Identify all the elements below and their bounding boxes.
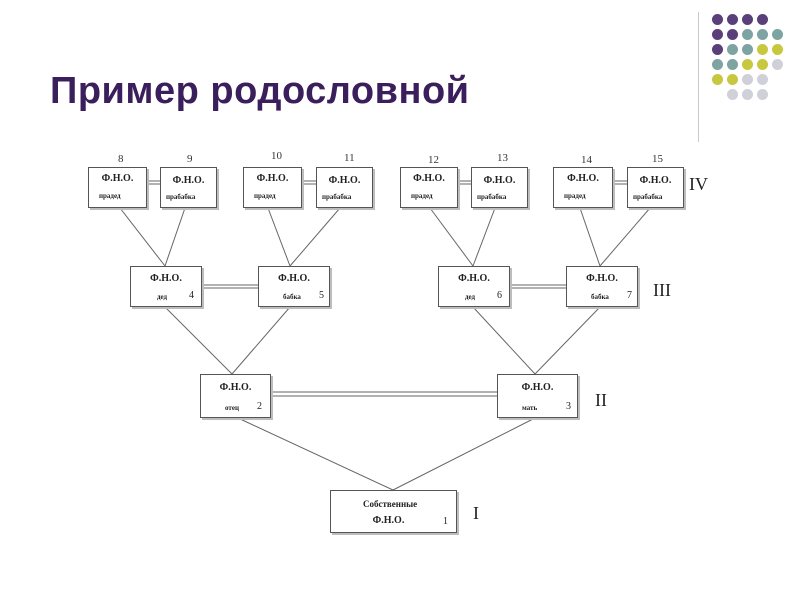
dot: [727, 89, 738, 100]
dot: [757, 89, 768, 100]
dot: [712, 14, 723, 25]
person-box: Ф.Н.О. дед 6: [438, 266, 510, 307]
person-number: 3: [566, 401, 571, 412]
person-relation: прабабка: [322, 193, 352, 201]
person-number: 8: [118, 153, 124, 165]
dot: [772, 59, 783, 70]
person-box: Ф.Н.О. прадед: [400, 167, 458, 208]
dot: [712, 29, 723, 40]
dot: [727, 14, 738, 25]
person-name: Ф.Н.О.: [278, 273, 310, 284]
dot: [742, 44, 753, 55]
person-relation: отец: [225, 404, 239, 412]
person-name: Ф.Н.О.: [458, 273, 490, 284]
person-name: Ф.Н.О.: [639, 175, 672, 186]
person-relation: прабабка: [633, 193, 663, 201]
dot: [727, 59, 738, 70]
generation-label: III: [653, 280, 671, 300]
dot: [727, 74, 738, 85]
dot: [742, 29, 753, 40]
dot: [772, 29, 783, 40]
person-name: Ф.Н.О.: [101, 173, 134, 184]
person-number: 10: [271, 150, 282, 162]
person-relation: прадед: [564, 192, 586, 200]
person-number: 7: [627, 290, 632, 301]
person-relation: прадед: [254, 192, 276, 200]
decorative-divider: [698, 12, 699, 142]
person-relation: Собственные: [363, 499, 418, 509]
person-box: Ф.Н.О. бабка 7: [566, 266, 638, 307]
person-name: Ф.Н.О.: [372, 515, 405, 526]
person-box: Ф.Н.О. отец 2: [200, 374, 271, 418]
person-relation: прадед: [99, 192, 121, 200]
person-box: Ф.Н.О. прабабка: [316, 167, 373, 208]
person-relation: бабка: [283, 293, 301, 301]
generation-label: II: [595, 390, 607, 410]
person-name: Ф.Н.О.: [413, 173, 445, 184]
person-box: Ф.Н.О. прадед: [243, 167, 302, 208]
person-box: Ф.Н.О. прабабка: [160, 167, 217, 208]
person-number: 4: [189, 290, 194, 301]
person-number: 11: [344, 152, 355, 164]
person-relation: дед: [465, 293, 476, 301]
person-name: Ф.Н.О.: [586, 273, 618, 284]
dot: [712, 59, 723, 70]
person-name: Ф.Н.О.: [521, 382, 554, 393]
person-relation: мать: [522, 404, 538, 412]
person-name: Ф.Н.О.: [172, 175, 205, 186]
person-name: Ф.Н.О.: [219, 382, 252, 393]
dot: [757, 29, 768, 40]
person-number: 13: [497, 152, 508, 164]
person-relation: бабка: [591, 293, 609, 301]
dot: [757, 59, 768, 70]
person-number: 15: [652, 153, 663, 165]
person-relation: прабабка: [166, 193, 196, 201]
person-relation: прадед: [411, 192, 433, 200]
generation-label: I: [473, 503, 479, 523]
person-name: Ф.Н.О.: [567, 173, 599, 184]
person-box: Ф.Н.О. дед 4: [130, 266, 202, 307]
dot: [742, 59, 753, 70]
dot: [712, 74, 723, 85]
dot: [742, 14, 753, 25]
person-name: Ф.Н.О.: [483, 175, 516, 186]
person-number: 14: [581, 154, 592, 166]
person-number: 2: [257, 401, 262, 412]
dot: [757, 74, 768, 85]
decorative-dots: [712, 14, 784, 122]
person-box: Собственные Ф.Н.О. 1: [330, 490, 457, 533]
person-box: Ф.Н.О. мать 3: [497, 374, 578, 418]
person-number: 5: [319, 290, 324, 301]
dot: [727, 29, 738, 40]
dot: [757, 14, 768, 25]
page-title: Пример родословной: [50, 70, 470, 112]
person-name: Ф.Н.О.: [150, 273, 182, 284]
person-relation: дед: [157, 293, 168, 301]
dot: [742, 89, 753, 100]
person-number: 9: [187, 153, 193, 165]
dot: [772, 44, 783, 55]
person-name: Ф.Н.О.: [256, 173, 289, 184]
person-number: 1: [443, 516, 448, 527]
person-box: Ф.Н.О. прабабка: [471, 167, 528, 208]
person-box: Ф.Н.О. прадед: [88, 167, 147, 208]
person-box: Ф.Н.О. бабка 5: [258, 266, 330, 307]
person-name: Ф.Н.О.: [328, 175, 361, 186]
person-relation: прабабка: [477, 193, 507, 201]
person-box: Ф.Н.О. прабабка: [627, 167, 684, 208]
person-number: 12: [428, 154, 439, 166]
dot: [757, 44, 768, 55]
dot: [712, 44, 723, 55]
person-number: 6: [497, 290, 502, 301]
dot: [742, 74, 753, 85]
generation-label: IV: [689, 174, 708, 194]
person-box: Ф.Н.О. прадед: [553, 167, 613, 208]
dot: [727, 44, 738, 55]
